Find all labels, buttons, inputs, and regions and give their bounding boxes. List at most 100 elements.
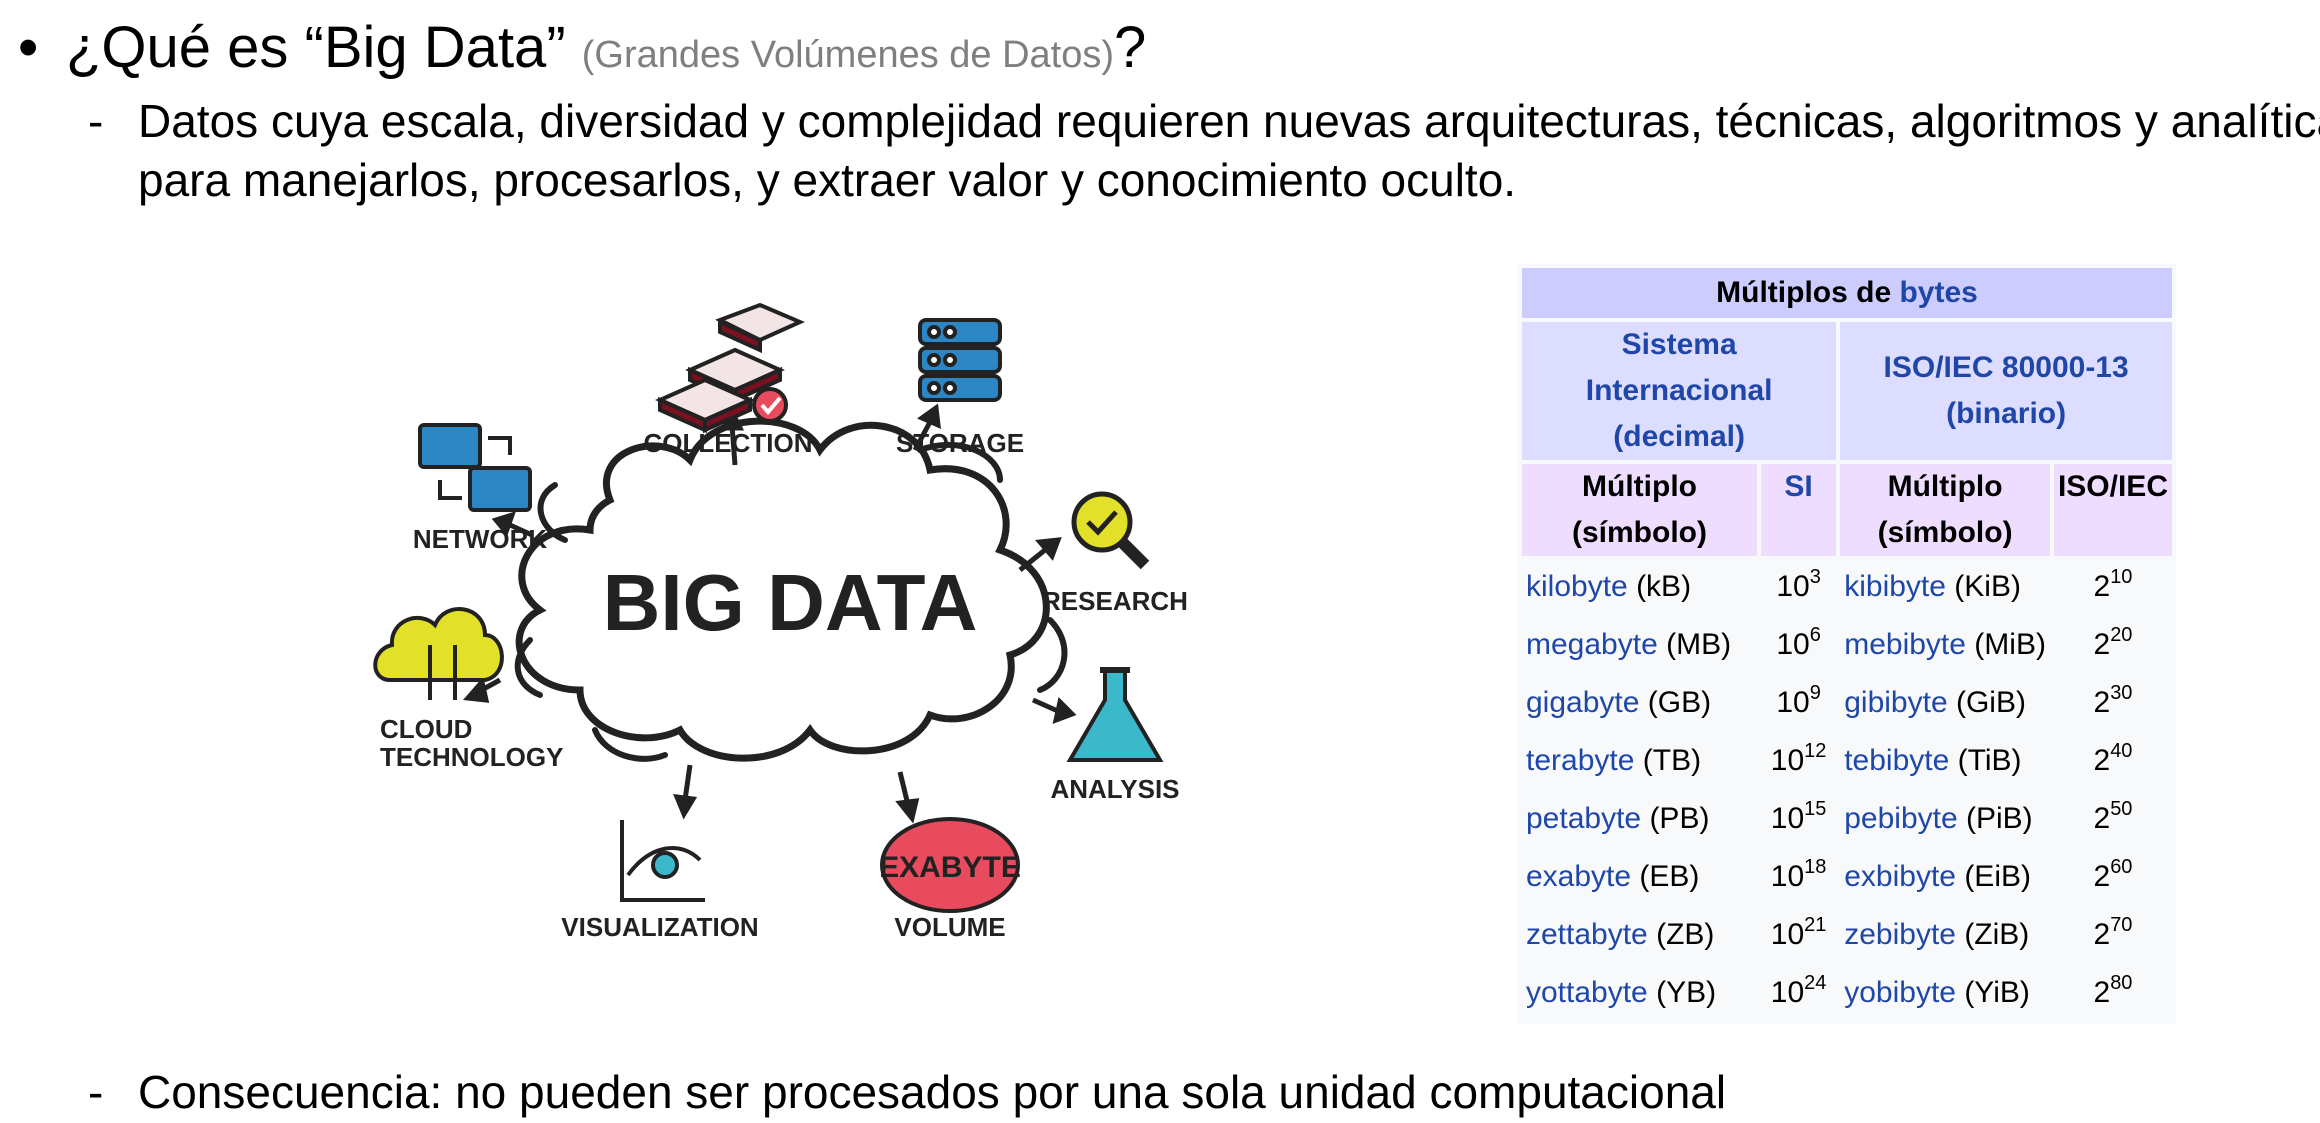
si-power-cell: 1021 <box>1761 908 1836 962</box>
si-symbol: (TB) <box>1642 744 1702 777</box>
analysis-label: ANALYSIS <box>1050 774 1179 804</box>
consequence-text: Consecuencia: no pueden ser procesados p… <box>138 1066 1727 1118</box>
iso-power-cell: 220 <box>2054 618 2172 672</box>
si-system-header: Sistema Internacional (decimal) <box>1522 322 1837 460</box>
iso-unit-cell: pebibyte (PiB) <box>1840 792 2050 846</box>
iso-unit-link[interactable]: zebibyte <box>1844 918 1956 951</box>
si-base: 10 <box>1776 570 1810 603</box>
si-system-link[interactable]: Sistema Internacional <box>1585 328 1773 407</box>
table-body: kilobyte (kB) 103 kibibyte (KiB) 210 meg… <box>1522 560 2172 1020</box>
si-power-cell: 103 <box>1761 560 1836 614</box>
table-row: exabyte (EB) 1018 exbibyte (EiB) 260 <box>1522 850 2172 904</box>
si-unit-cell: kilobyte (kB) <box>1522 560 1757 614</box>
iso-system-subheader: (binario) <box>1946 397 2067 430</box>
iso-power-cell: 250 <box>2054 792 2172 846</box>
iso-power-cell: 210 <box>2054 560 2172 614</box>
iso-header: ISO/IEC <box>2053 464 2172 556</box>
iso-unit-link[interactable]: pebibyte <box>1844 802 1958 835</box>
iso-symbol: (EiB) <box>1964 860 2031 893</box>
si-unit-cell: yottabyte (YB) <box>1522 966 1757 1020</box>
iso-base: 2 <box>2093 860 2111 893</box>
si-system-subheader: (decimal) <box>1613 420 1745 453</box>
si-exponent: 21 <box>1804 914 1827 936</box>
iso-exponent: 20 <box>2110 624 2133 646</box>
volume-icon: EXABYTE <box>879 817 1021 913</box>
si-unit-link[interactable]: exabyte <box>1526 860 1632 893</box>
iso-unit-cell: yobibyte (YiB) <box>1840 966 2050 1020</box>
iso-exponent: 10 <box>2110 566 2133 588</box>
si-unit-link[interactable]: kilobyte <box>1526 570 1628 603</box>
iso-system-link[interactable]: ISO/IEC 80000-13 <box>1883 351 2129 384</box>
collection-icon <box>655 302 805 434</box>
iso-unit-cell: mebibyte (MiB) <box>1840 618 2050 672</box>
iso-unit-link[interactable]: tebibyte <box>1844 744 1950 777</box>
iso-unit-link[interactable]: exbibyte <box>1844 860 1956 893</box>
iso-system-header: ISO/IEC 80000-13 (binario) <box>1840 322 2172 460</box>
si-header[interactable]: SI <box>1761 464 1837 556</box>
dash-marker: - <box>88 1066 104 1118</box>
si-exponent: 6 <box>1809 624 1821 646</box>
iso-power-cell: 230 <box>2054 676 2172 730</box>
si-unit-link[interactable]: gigabyte <box>1526 686 1640 719</box>
network-icon <box>418 423 532 512</box>
iso-exponent: 40 <box>2110 740 2133 762</box>
volume-label: VOLUME <box>894 912 1005 942</box>
iso-multiple-header-1: Múltiplo <box>1887 470 2003 503</box>
iso-unit-cell: kibibyte (KiB) <box>1840 560 2050 614</box>
definition-text: Datos cuya escala, diversidad y compleji… <box>138 95 2320 206</box>
big-data-title: BIG DATA <box>603 558 978 647</box>
iso-unit-cell: tebibyte (TiB) <box>1840 734 2050 788</box>
iso-base: 2 <box>2093 628 2111 661</box>
si-symbol: (PB) <box>1649 802 1710 835</box>
si-unit-cell: petabyte (PB) <box>1522 792 1757 846</box>
table-row: petabyte (PB) 1015 pebibyte (PiB) 250 <box>1522 792 2172 846</box>
iso-exponent: 70 <box>2110 914 2133 936</box>
cloud-label-2: TECHNOLOGY <box>380 742 563 772</box>
table-row: kilobyte (kB) 103 kibibyte (KiB) 210 <box>1522 560 2172 614</box>
si-power-cell: 109 <box>1761 676 1836 730</box>
table-row: megabyte (MB) 106 mebibyte (MiB) 220 <box>1522 618 2172 672</box>
exabyte-text: EXABYTE <box>879 851 1021 884</box>
si-multiple-header: Múltiplo (símbolo) <box>1522 464 1757 556</box>
si-exponent: 9 <box>1809 682 1821 704</box>
byte-multiples-table: Múltiplos de bytes Sistema Internacional… <box>1518 264 2176 1024</box>
iso-base: 2 <box>2093 570 2111 603</box>
si-unit-link[interactable]: megabyte <box>1526 628 1658 661</box>
iso-base: 2 <box>2093 918 2111 951</box>
si-power-cell: 1015 <box>1761 792 1836 846</box>
si-symbol: (ZB) <box>1656 918 1715 951</box>
si-exponent: 18 <box>1804 856 1827 878</box>
iso-unit-link[interactable]: kibibyte <box>1844 570 1946 603</box>
slide-heading: •¿Qué es “Big Data” (Grandes Volúmenes d… <box>18 8 1146 95</box>
iso-exponent: 50 <box>2110 798 2133 820</box>
analysis-icon <box>1066 667 1164 762</box>
iso-unit-link[interactable]: mebibyte <box>1844 628 1966 661</box>
si-exponent: 3 <box>1809 566 1821 588</box>
iso-unit-cell: exbibyte (EiB) <box>1840 850 2050 904</box>
si-base: 10 <box>1770 860 1805 893</box>
si-symbol: (MB) <box>1666 628 1732 661</box>
heading-text: ¿Qué es “Big Data” <box>66 15 582 80</box>
si-unit-link[interactable]: zettabyte <box>1526 918 1648 951</box>
table-row: yottabyte (YB) 1024 yobibyte (YiB) 280 <box>1522 966 2172 1020</box>
si-multiple-header-1: Múltiplo <box>1582 470 1697 503</box>
bytes-link[interactable]: bytes <box>1899 276 1978 309</box>
cloud-technology-icon <box>373 607 504 700</box>
storage-label: STORAGE <box>896 428 1024 458</box>
iso-unit-link[interactable]: yobibyte <box>1844 976 1956 1009</box>
research-label: RESEARCH <box>1042 586 1188 616</box>
iso-base: 2 <box>2093 744 2111 777</box>
iso-unit-link[interactable]: gibibyte <box>1844 686 1948 719</box>
iso-symbol: (ZiB) <box>1964 918 2030 951</box>
si-unit-cell: zettabyte (ZB) <box>1522 908 1757 962</box>
si-unit-cell: exabyte (EB) <box>1522 850 1757 904</box>
si-unit-link[interactable]: yottabyte <box>1526 976 1648 1009</box>
si-unit-link[interactable]: petabyte <box>1526 802 1642 835</box>
iso-symbol: (YiB) <box>1964 976 2030 1009</box>
si-power-cell: 106 <box>1761 618 1836 672</box>
iso-power-cell: 240 <box>2054 734 2172 788</box>
iso-unit-cell: zebibyte (ZiB) <box>1840 908 2050 962</box>
iso-symbol: (MiB) <box>1974 628 2046 661</box>
table-row: terabyte (TB) 1012 tebibyte (TiB) 240 <box>1522 734 2172 788</box>
si-unit-link[interactable]: terabyte <box>1526 744 1635 777</box>
